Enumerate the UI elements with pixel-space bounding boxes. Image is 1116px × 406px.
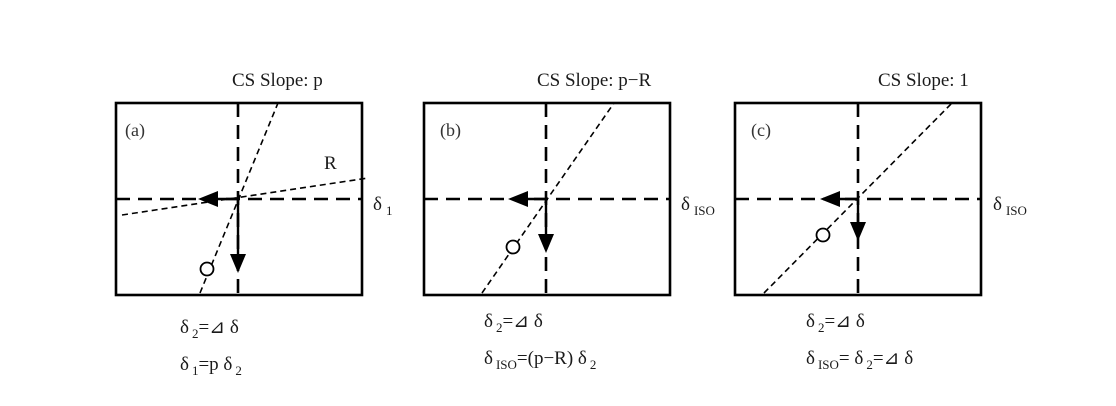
panel-a-down-arrow-head (230, 254, 246, 273)
panel-b-slope-line (481, 102, 615, 294)
panel-c-left-arrow-head (820, 191, 840, 207)
panel-b-down-arrow-head (538, 234, 554, 253)
panel-a-title: CS Slope: p (232, 70, 323, 91)
panel-b-left-arrow-head (508, 191, 528, 207)
panel-a-r-line (121, 177, 369, 216)
panel-c-down-arrow-head (850, 222, 866, 241)
panel-c-title: CS Slope: 1 (878, 70, 969, 91)
panel-a-letter: (a) (125, 120, 145, 141)
panel-c-letter: (c) (751, 120, 771, 141)
panel-b-origin-circle (505, 239, 521, 255)
panel-a-slope-line (199, 102, 279, 294)
panel-a-left-arrow-head (198, 191, 218, 207)
panel-b-title: CS Slope: p−R (537, 70, 652, 91)
panel-a-r-label: R (324, 153, 337, 174)
panel-a-origin-circle (199, 261, 215, 277)
panel-c-origin-circle (815, 227, 831, 243)
panel-b-letter: (b) (440, 120, 461, 141)
